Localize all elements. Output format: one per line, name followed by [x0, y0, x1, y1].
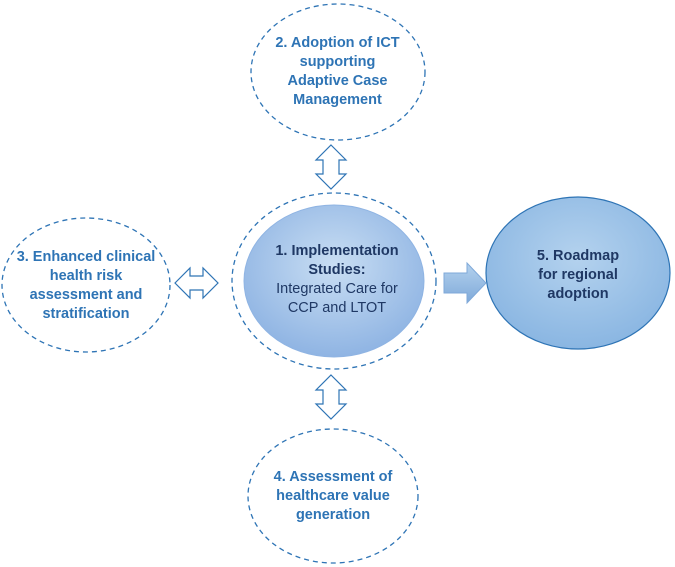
node-left-line-4: stratification	[42, 306, 130, 322]
node-right-line-3: adoption	[547, 285, 609, 302]
node-left-label: 3. Enhanced clinical health risk assessm…	[2, 236, 170, 336]
node-bottom-line-2: healthcare value	[276, 487, 390, 504]
node-right-line-2: for regional	[538, 266, 618, 283]
node-top-ellipse	[250, 3, 426, 141]
node-top-line-2: supporting	[299, 54, 376, 70]
node-center-label: 1. Implementation Studies: Integrated Ca…	[245, 230, 429, 330]
double-arrow-bottom-icon	[314, 374, 348, 420]
arrow-right-icon	[443, 261, 487, 305]
node-center-ellipse	[243, 204, 425, 358]
node-right-ellipse	[485, 196, 671, 350]
node-top-line-4: Management	[293, 92, 382, 108]
node-bottom-line-1: 4. Assessment of	[273, 468, 393, 485]
node-left-line-3: assessment and	[29, 287, 143, 303]
node-center-line-4: CCP and LTOT	[287, 300, 387, 316]
node-left-line-1: 3. Enhanced clinical	[16, 249, 156, 265]
double-arrow-left-icon	[174, 266, 219, 300]
node-bottom-label: 4. Assessment of healthcare value genera…	[248, 446, 418, 546]
node-left-line-2: health risk	[49, 268, 123, 284]
node-right-label: 5. Roadmap for regional adoption	[486, 225, 670, 325]
node-center-line-2: Studies:	[308, 262, 366, 278]
node-bottom-ellipse	[247, 428, 419, 564]
node-top-label: 2. Adoption of ICT supporting Adaptive C…	[250, 22, 425, 122]
double-arrow-top-icon	[314, 144, 348, 190]
node-top-line-3: Adaptive Case	[287, 73, 388, 89]
node-bottom-line-3: generation	[295, 506, 371, 523]
node-center-line-1: 1. Implementation	[275, 243, 399, 259]
node-left-ellipse	[1, 217, 171, 353]
node-right-line-1: 5. Roadmap	[536, 247, 620, 264]
node-center-line-3: Integrated Care for	[276, 281, 398, 297]
node-top-line-1: 2. Adoption of ICT	[275, 35, 400, 51]
